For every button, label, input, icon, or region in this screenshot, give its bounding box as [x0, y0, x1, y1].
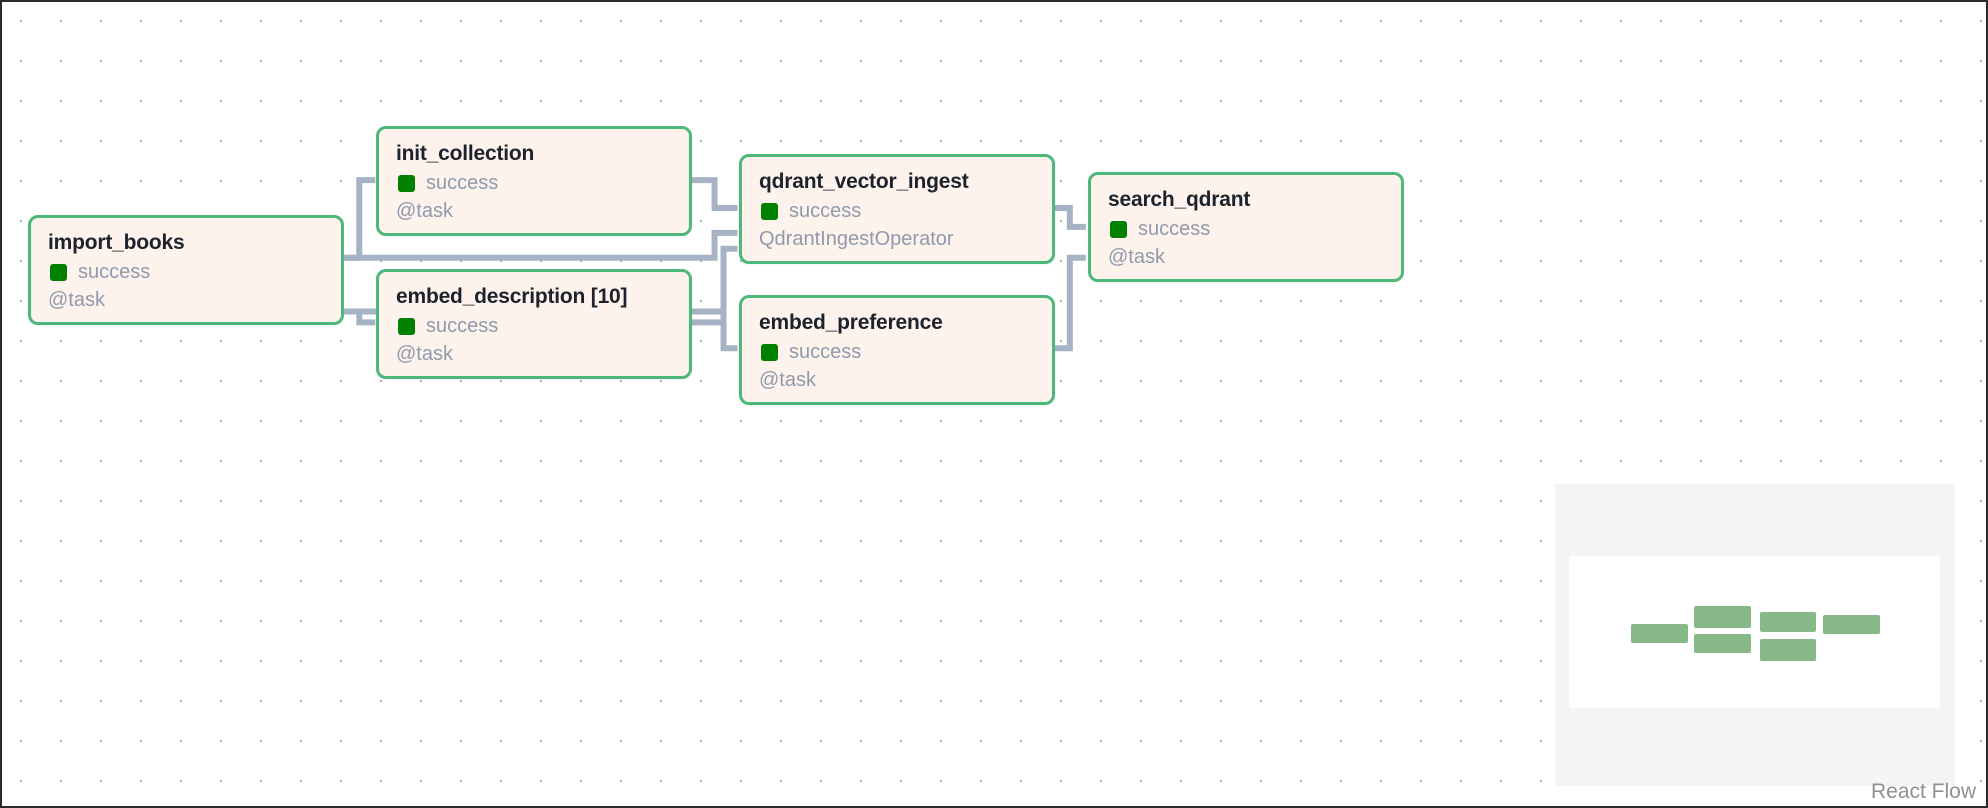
task-node-status-row: success [48, 262, 324, 282]
task-node-subtitle: @task [396, 200, 453, 223]
task-node-status-label: success [426, 172, 499, 195]
edge-qdrant_vector_ingest-search_qdrant [1052, 204, 1086, 230]
status-square-icon [50, 263, 67, 281]
task-node-status-row: success [396, 316, 672, 336]
task-node-status-row: success [759, 342, 1035, 362]
minimap-node-import_books [1631, 624, 1688, 643]
task-node-status-label: success [789, 200, 862, 223]
edge-import_books-qdrant_vector_ingest [343, 229, 738, 261]
task-node-status-label: success [1138, 218, 1211, 241]
task-node-status-label: success [78, 261, 151, 284]
status-square-icon [1110, 220, 1127, 238]
task-node-status-label: success [426, 315, 499, 338]
task-node-title: embed_description [10] [396, 285, 628, 308]
minimap-node-embed_preference [1760, 639, 1816, 661]
edge-embed_description-qdrant_vector_ingest [690, 245, 738, 326]
minimap-viewport-mask[interactable] [1569, 556, 1940, 708]
minimap-node-init_collection [1694, 606, 1751, 628]
status-square-icon [761, 202, 778, 220]
edge-init_collection-qdrant_vector_ingest [690, 177, 738, 211]
task-node-title: embed_preference [759, 311, 943, 334]
task-node-status-row: success [1108, 219, 1384, 239]
reactflow-attribution[interactable]: React Flow [1870, 780, 1976, 803]
status-square-icon [398, 317, 415, 335]
status-square-icon [761, 343, 778, 361]
edge-import_books-embed_description [343, 308, 376, 326]
edge-embed_preference-search_qdrant [1052, 254, 1086, 352]
task-node-subtitle: @task [1108, 246, 1165, 269]
task-node-subtitle: @task [396, 343, 453, 366]
task-node-title: search_qdrant [1108, 188, 1251, 211]
minimap[interactable] [1555, 484, 1955, 786]
task-node-status-label: success [789, 341, 862, 364]
task-node-title: import_books [48, 231, 185, 254]
task-node-subtitle: @task [759, 369, 816, 392]
task-node-embed_description[interactable]: embed_description [10] success @task [376, 269, 692, 379]
task-node-title: qdrant_vector_ingest [759, 170, 969, 193]
task-node-subtitle: @task [48, 289, 105, 312]
edge-import_books-init_collection [343, 177, 376, 261]
status-square-icon [398, 174, 415, 192]
task-node-subtitle: QdrantIngestOperator [759, 228, 954, 251]
task-node-status-row: success [759, 201, 1035, 221]
minimap-node-search_qdrant [1823, 615, 1880, 634]
task-node-status-row: success [396, 173, 672, 193]
minimap-node-embed_description [1694, 634, 1751, 653]
task-node-title: init_collection [396, 142, 535, 165]
minimap-node-qdrant_vector_ingest [1760, 612, 1816, 632]
